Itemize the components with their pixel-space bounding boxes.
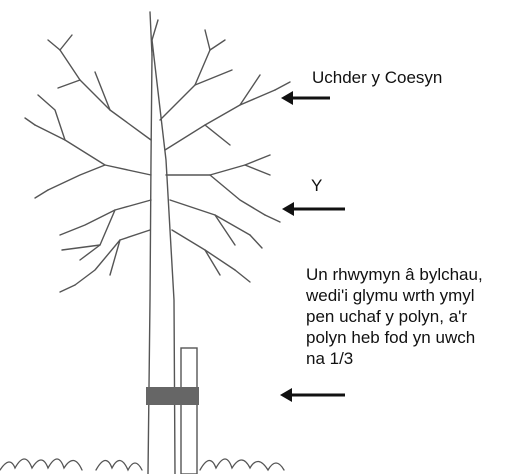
arrow-trunk-height xyxy=(281,91,330,105)
ground-grass xyxy=(0,459,284,470)
tree-tie xyxy=(146,387,199,405)
label-y: Y xyxy=(311,176,322,196)
label-tie-note: Un rhwymyn â bylchau, wedi'i glymu wrth … xyxy=(306,264,483,369)
arrow-tie xyxy=(280,388,345,402)
branch-right-upper xyxy=(160,50,210,120)
arrow-y xyxy=(282,202,345,216)
tree-trunk-right xyxy=(152,40,175,474)
label-trunk-height: Uchder y Coesyn xyxy=(312,68,442,88)
branch-left-upper xyxy=(60,50,151,140)
stake xyxy=(181,348,197,474)
tree-trunk xyxy=(148,55,152,474)
